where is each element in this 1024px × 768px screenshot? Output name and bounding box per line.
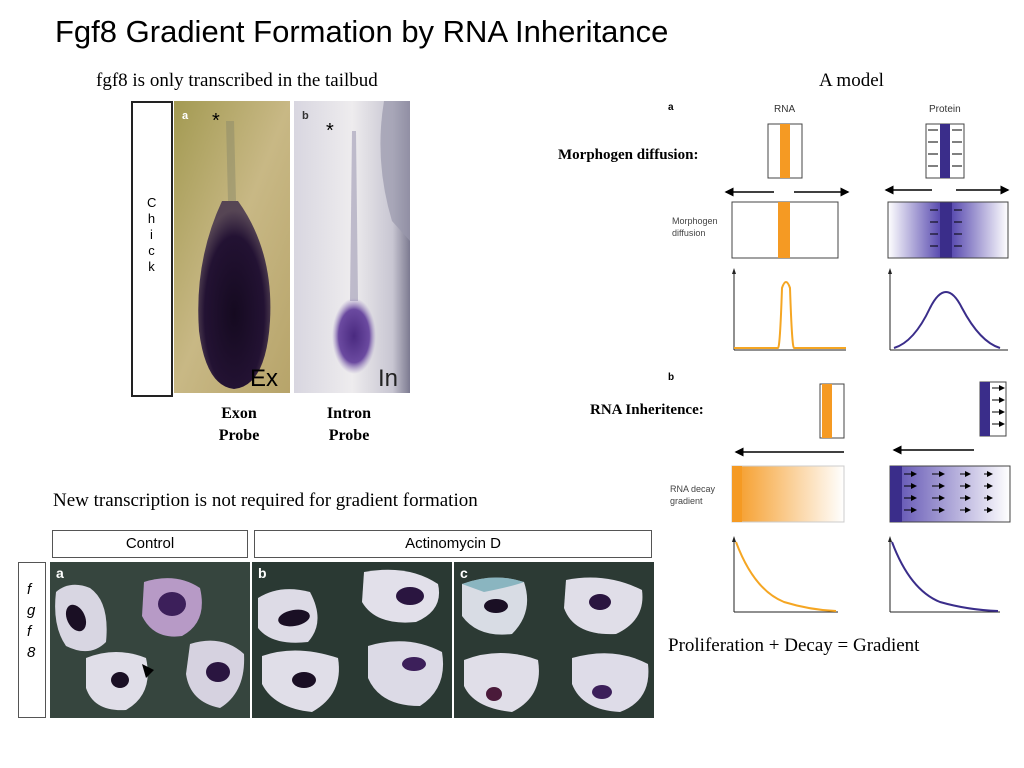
model-caption: A model — [819, 70, 884, 91]
model-part-b-diagram: RNA decay gradient — [670, 381, 1011, 613]
morphogen-inner-label-line1: Morphogen — [672, 216, 718, 226]
intron-label-line2: Probe — [328, 427, 370, 444]
control-header: Control — [52, 530, 248, 558]
slide-title: Fgf8 Gradient Formation by RNA Inheritan… — [55, 14, 669, 49]
model-part-b-letter: b — [668, 372, 675, 383]
exon-label-line2: Probe — [218, 427, 260, 444]
exon-probe-image: a * Ex — [174, 101, 290, 393]
model-part-a-diagram: Morphogen diffusion — [672, 123, 1010, 351]
exon-label-line1: Exon — [221, 405, 257, 422]
morphogen-inner-label-line2: diffusion — [672, 228, 705, 238]
embryo-panel-a-letter: a — [56, 565, 64, 581]
intron-panel-letter: b — [302, 110, 309, 122]
morphogen-diffusion-row-label: Morphogen diffusion: — [558, 147, 699, 163]
conclusion-text: Proliferation + Decay = Gradient — [668, 635, 920, 656]
model-part-a-letter: a — [668, 102, 674, 113]
intron-probe-label: Intron Probe — [309, 403, 389, 447]
fgf8-label-box: fgf8 — [18, 562, 46, 718]
exon-probe-label: Exon Probe — [199, 403, 279, 447]
transcription-not-required-caption: New transcription is not required for gr… — [53, 490, 478, 511]
embryo-headers: Control Actinomycin D — [52, 530, 654, 558]
exon-stain — [198, 201, 271, 389]
rna-inheritence-row-label: RNA Inheritence: — [590, 402, 704, 418]
chick-label: Chick — [133, 195, 171, 275]
embryo-panel-a: a — [50, 562, 250, 718]
fgf8-label: fgf8 — [27, 581, 36, 661]
embryo-panel-c-letter: c — [460, 565, 468, 581]
exon-panel-letter: a — [182, 110, 189, 122]
embryo-panel-c: c — [454, 562, 654, 718]
protein-column-header: Protein — [929, 104, 961, 115]
transcription-caption: fgf8 is only transcribed in the tailbud — [96, 70, 378, 91]
actinomycin-header: Actinomycin D — [254, 530, 652, 558]
chick-label-box: Chick — [131, 101, 173, 397]
intron-corner-label: In — [378, 365, 398, 392]
intron-asterisk: * — [326, 120, 334, 142]
exon-corner-label: Ex — [250, 365, 278, 392]
rna-decay-inner-label-line1: RNA decay — [670, 484, 716, 494]
rna-decay-inner-label-line2: gradient — [670, 496, 703, 506]
intron-label-line1: Intron — [326, 405, 372, 422]
chick-label-text: Chick — [147, 195, 158, 274]
embryo-panel-b-letter: b — [258, 565, 267, 581]
rna-column-header: RNA — [774, 104, 796, 115]
embryo-panel-b: b — [252, 562, 452, 718]
intron-probe-image: b * In — [294, 101, 410, 393]
intron-stain — [332, 298, 376, 374]
exon-asterisk: * — [212, 110, 220, 132]
